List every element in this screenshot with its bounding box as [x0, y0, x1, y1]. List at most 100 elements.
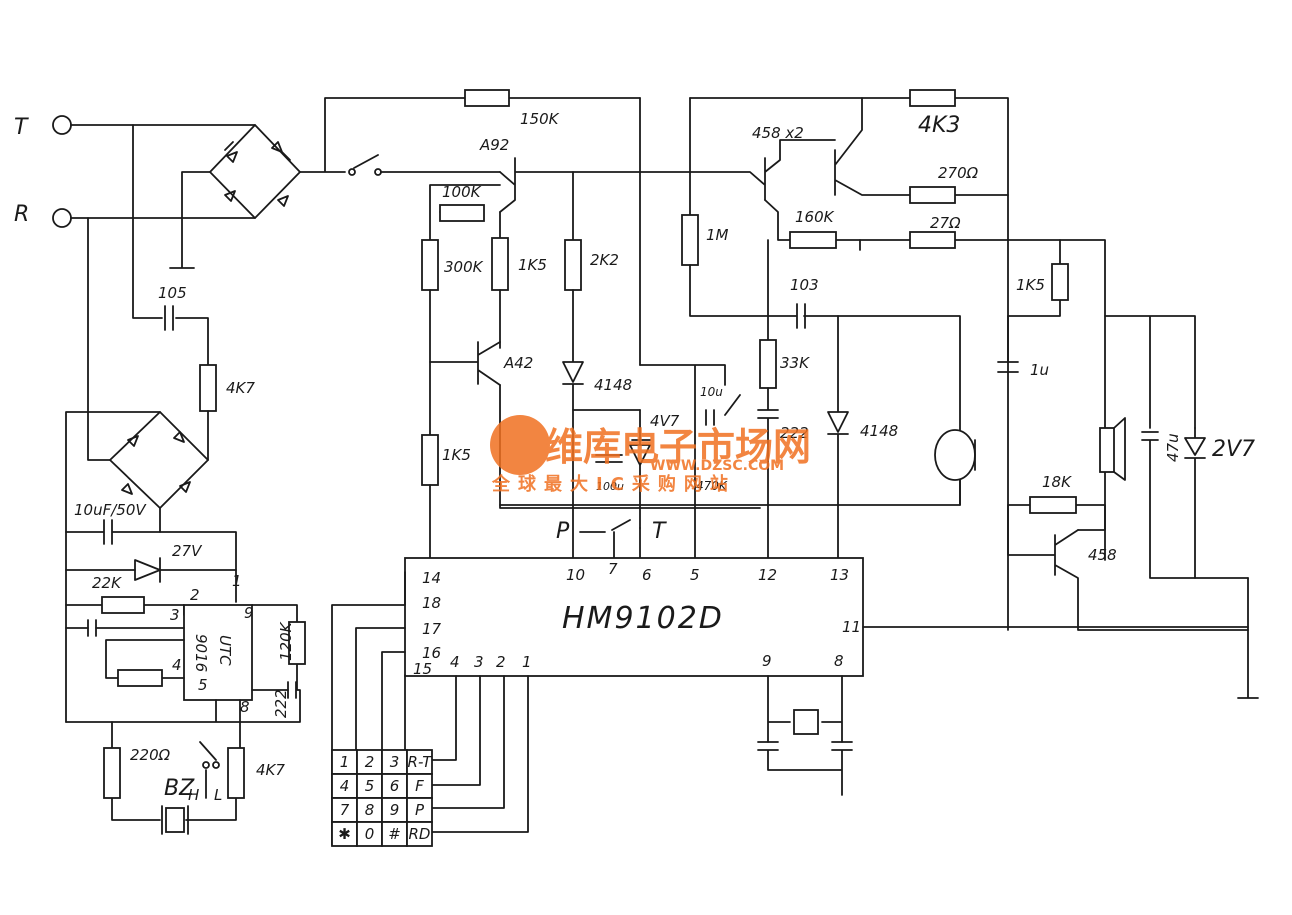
terminal-r-label: R — [14, 202, 29, 227]
resistor-27-label: 27Ω — [930, 214, 961, 232]
resistor-160k-label: 160K — [795, 208, 835, 226]
cap-222b-label: 222 — [272, 689, 290, 718]
keypad-key-label: 0 — [365, 825, 375, 843]
keypad-key-label: 5 — [365, 777, 375, 795]
chip-pin-4: 4 — [450, 653, 460, 671]
chip-pin-5: 5 — [690, 566, 700, 584]
resistor-4k7-a-label: 4K7 — [226, 379, 255, 397]
keypad-key-label: F — [415, 777, 424, 795]
chip-pin-16: 16 — [422, 644, 441, 662]
zener-4v7-label: 4V7 — [650, 412, 680, 430]
resistor-470k-label: 470K — [696, 479, 728, 493]
terminal-r — [52, 208, 72, 228]
chip-pin-7: 7 — [608, 560, 618, 578]
chip-pin-18: 18 — [422, 594, 441, 612]
ic-9016-pin-1: 1 — [232, 572, 242, 590]
resistor-220 — [103, 747, 121, 799]
keypad-key-label: 7 — [340, 801, 350, 819]
resistor-1k5-a-label: 1K5 — [518, 256, 547, 274]
chip-pin-1: 1 — [522, 653, 532, 671]
keypad-key-label: 3 — [390, 753, 400, 771]
resistor-120k — [288, 621, 306, 665]
cap-105-label: 105 — [158, 284, 187, 302]
resistor-100k — [439, 204, 485, 222]
keypad-key-label: 1 — [340, 753, 350, 771]
chip-pin-12: 12 — [758, 566, 777, 584]
ic-9016-pin-9: 9 — [244, 604, 254, 622]
bridge-rectifier-secondary — [109, 411, 209, 509]
transistor-458x2-label: 458 x2 — [752, 124, 804, 142]
hook-switch-contact-a — [348, 168, 356, 176]
cap-10u-label: 10u — [700, 385, 723, 399]
line-input-section: T R 105 4K7 — [14, 97, 641, 835]
keypad-key-label: 9 — [390, 801, 400, 819]
ic-9016 — [183, 604, 253, 701]
zener-2v7-label: 2V7 — [1212, 437, 1255, 462]
cap-100u-label: 100u — [596, 480, 624, 493]
resistor-18k-label: 18K — [1042, 473, 1072, 491]
volume-switch-l — [212, 761, 220, 769]
keypad-key-label: # — [388, 825, 401, 843]
resistor-2k2-label: 2K2 — [590, 251, 619, 269]
resistor-1m-label: 1M — [706, 226, 729, 244]
diode-4148-b-label: 4148 — [860, 422, 898, 440]
switch-t-label: T — [652, 519, 667, 544]
resistor-4k7-a — [199, 364, 217, 412]
resistor-1k5-b-label: 1K5 — [442, 446, 471, 464]
resistor-160k — [789, 231, 837, 249]
transistor-a42-label: A42 — [503, 354, 533, 372]
microphone — [934, 429, 976, 481]
chip-pin-2: 2 — [496, 653, 506, 671]
keypad-key-1-1 — [356, 773, 383, 799]
switch-l-label: L — [214, 786, 222, 804]
keypad-key-label: 4 — [340, 777, 350, 795]
resistor-adjust — [117, 669, 163, 687]
hm9102d-chip — [404, 557, 864, 677]
cap-222a-label: 222 — [780, 424, 809, 442]
ic-9016-pin-2: 2 — [190, 586, 200, 604]
chip-pin-10: 10 — [566, 566, 585, 584]
resistor-4k7-b — [227, 747, 245, 799]
chip-pin-9: 9 — [762, 652, 772, 670]
resistor-150k-label: 150K — [520, 110, 560, 128]
resistor-2k2 — [564, 239, 582, 291]
ic-9016-pin-3: 3 — [170, 606, 180, 624]
chip-pin-13: 13 — [830, 566, 849, 584]
resistor-4k3-label: 4K3 — [918, 113, 960, 138]
volume-switch-h — [202, 761, 210, 769]
keypad-key-label: RD — [409, 825, 431, 843]
chip-name: HM9102D — [562, 601, 724, 636]
cap-103-label: 103 — [790, 276, 819, 294]
ic-9016-pin-4: 4 — [172, 656, 182, 674]
zener-27v-label: 27V — [172, 542, 203, 560]
resistor-22k — [101, 596, 145, 614]
watermark-brand: 维库电子市场网 — [545, 425, 811, 469]
resistor-27 — [909, 231, 956, 249]
terminal-t — [52, 115, 72, 135]
resistor-33k — [759, 339, 777, 389]
keypad-key-label: 2 — [365, 753, 375, 771]
transistor-458-label: 458 — [1088, 546, 1117, 564]
watermark-slogan: 全球最大IC采购网站 — [491, 473, 736, 495]
watermark-logo-icon — [490, 415, 550, 475]
ic-9016-pin-8: 8 — [240, 698, 250, 716]
resistor-4k7-b-label: 4K7 — [256, 761, 285, 779]
keypad-key-2-2 — [381, 797, 408, 823]
cap-1u-label: 1u — [1030, 361, 1049, 379]
resistor-18k — [1029, 496, 1077, 514]
keypad-key-0-3 — [406, 749, 433, 775]
resistor-1k5-b — [421, 434, 439, 486]
resistor-1k5-a — [491, 237, 509, 291]
keypad-key-label: 8 — [365, 801, 375, 819]
resistor-220-label: 220Ω — [130, 746, 171, 764]
watermark-url: WWW.DZSC.COM — [650, 458, 784, 474]
resistor-33k-label: 33K — [780, 354, 810, 372]
transistor-a92-label: A92 — [479, 136, 509, 154]
resistor-270 — [909, 186, 956, 204]
resistor-4k3 — [909, 89, 956, 107]
resistor-22k-label: 22K — [92, 574, 122, 592]
keypad-key-3-3 — [406, 821, 433, 847]
speaker — [1099, 427, 1115, 473]
